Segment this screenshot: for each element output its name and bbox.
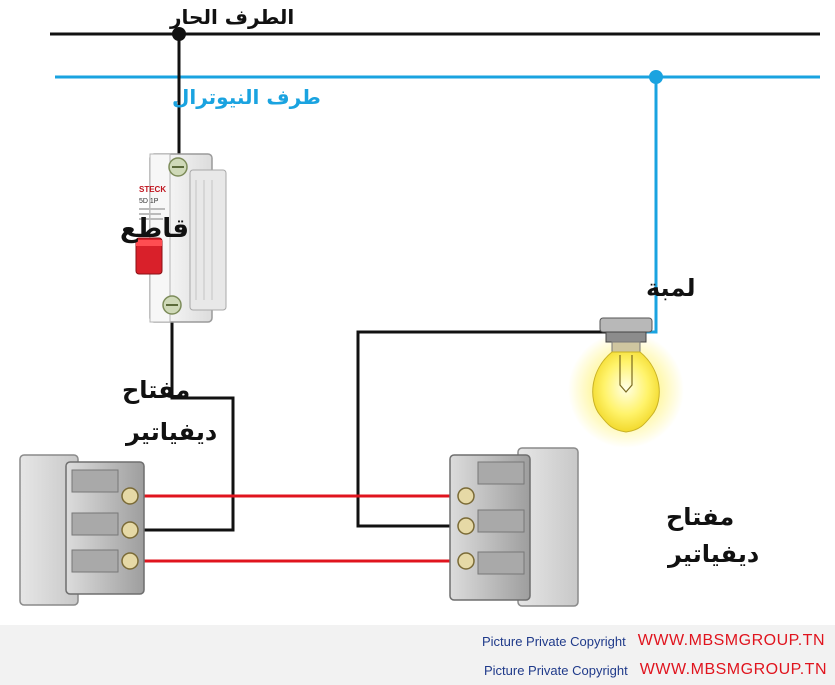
breaker-label: قاطع (120, 214, 189, 244)
site-url-2: WWW.MBSMGROUP.TN (639, 661, 827, 678)
breaker-brand-label: STECK (139, 185, 166, 194)
copyright-text-2: Picture Private Copyright (483, 662, 628, 678)
breaker-to-left-switch-wire (140, 318, 235, 532)
lamp-to-right-switch-wire (356, 330, 610, 528)
neutral-terminal-label: طرف النيوترال (172, 85, 321, 109)
right-two-way-switch (449, 447, 579, 607)
footer-band (0, 625, 835, 685)
lamp (568, 317, 684, 448)
left-switch-label-line2: ديفياتير (125, 418, 217, 446)
copyright-text-1: Picture Private Copyright (481, 633, 626, 649)
left-switch-label-line1: مفتاح (122, 376, 190, 404)
left-two-way-switch (19, 454, 145, 606)
breaker-rating-label: 5D 1P (139, 198, 159, 205)
hot-terminal-label: الطرف الحار (169, 5, 294, 29)
lamp-label: لمبة (646, 274, 695, 302)
footer-row-2: Picture Private Copyright WWW.MBSMGROUP.… (484, 659, 827, 681)
right-switch-label-line2: ديفياتير (667, 540, 759, 568)
footer-row-1: Picture Private Copyright WWW.MBSMGROUP.… (482, 630, 825, 652)
circuit-breaker: STECK 5D 1P (135, 153, 227, 323)
right-switch-label-line1: مفتاح (666, 503, 734, 531)
breaker-toggle (135, 237, 163, 275)
site-url-1: WWW.MBSMGROUP.TN (637, 632, 825, 649)
